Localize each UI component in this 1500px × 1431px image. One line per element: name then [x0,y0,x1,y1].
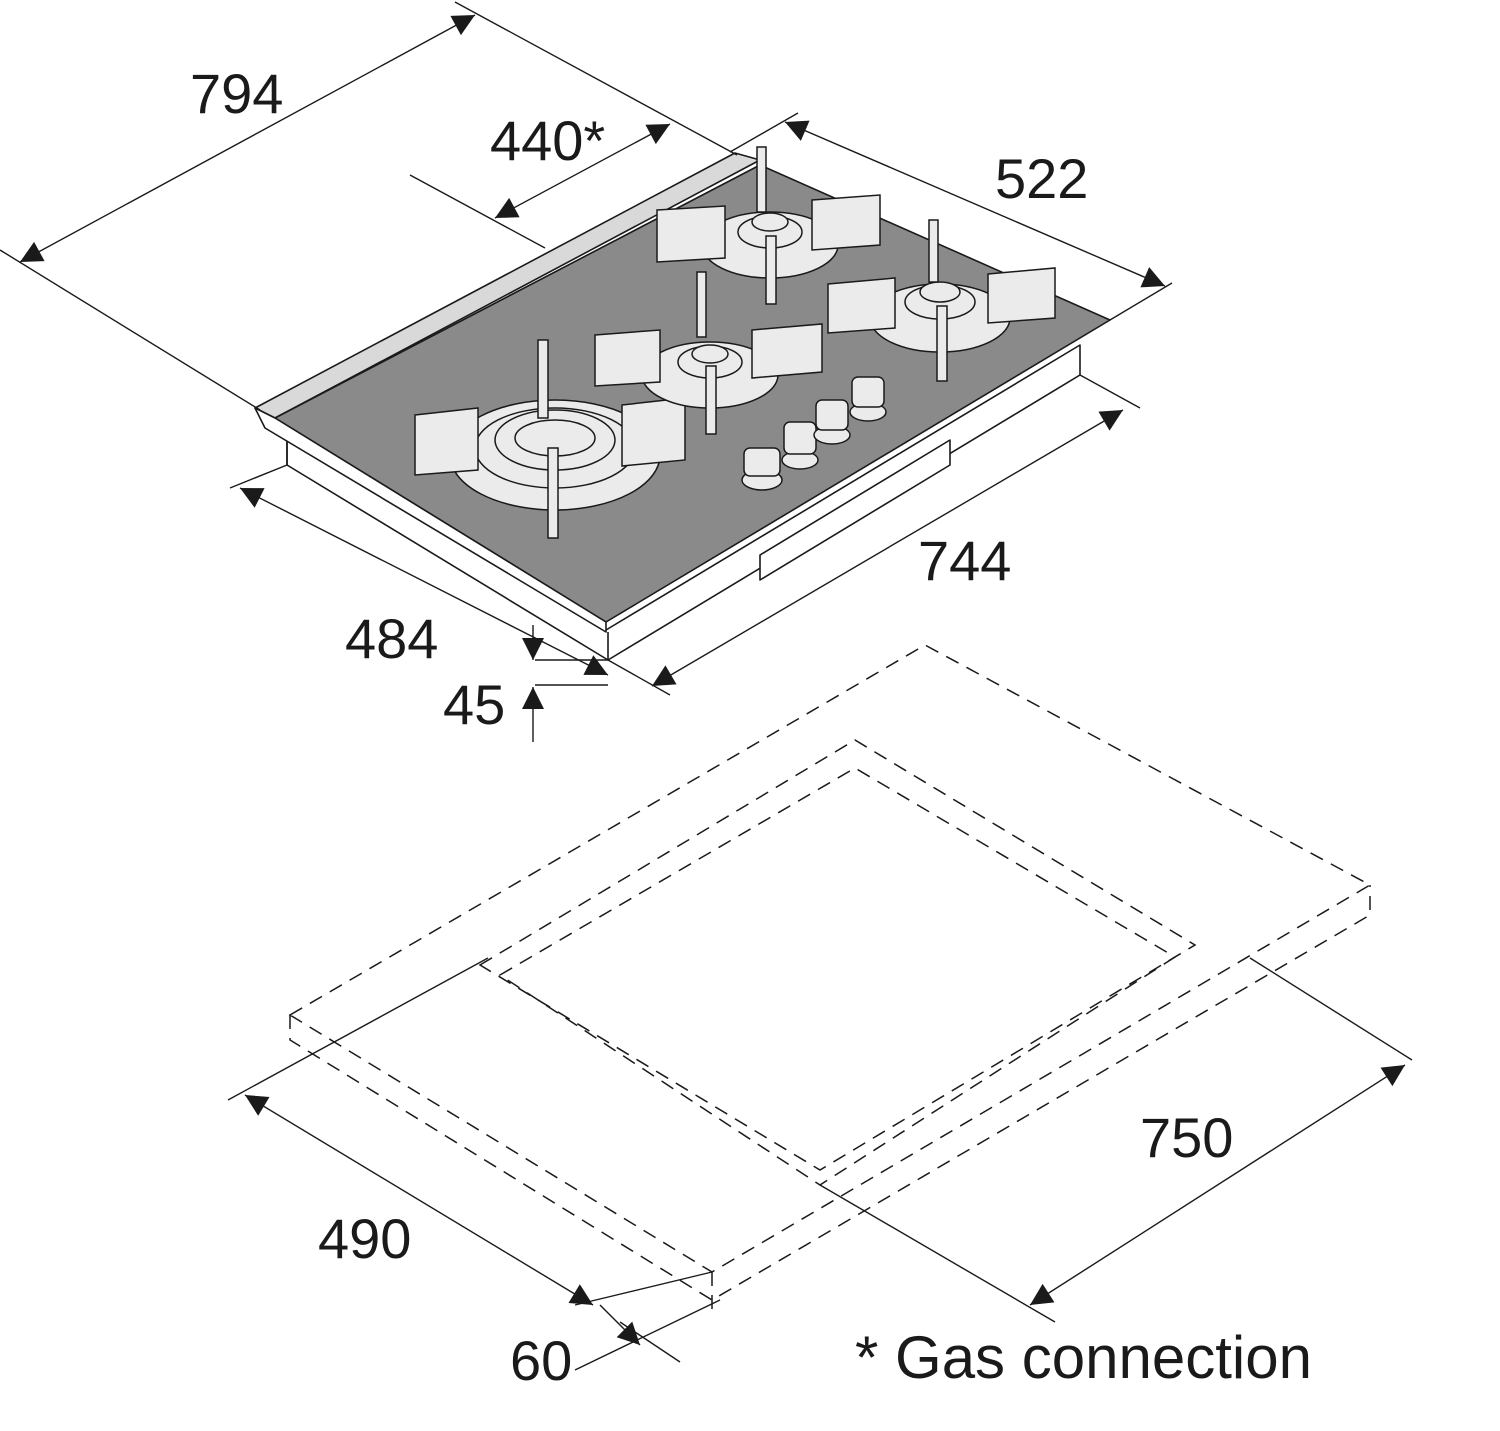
knob-3-icon [813,399,851,445]
countertop-top-face [288,644,1372,1273]
label-440: 440* [490,109,605,172]
footnote-gas-connection: * Gas connection [855,1324,1312,1391]
label-490: 490 [318,1207,411,1270]
label-750: 750 [1140,1106,1233,1169]
label-794: 794 [190,62,283,125]
dim-line-794 [19,14,476,263]
middle-burner-icon [594,271,823,435]
dim-line-522 [784,120,1166,288]
label-45: 45 [443,673,505,736]
dim-line-744 [651,409,1124,687]
knob-4-icon [849,376,887,422]
dim-line-484 [239,487,609,676]
knob-1-icon [741,447,783,491]
dim-line-750 [1029,1064,1406,1306]
label-60: 60 [510,1329,572,1392]
label-522: 522 [995,147,1088,210]
cutout-opening-inner [498,767,1177,1186]
dim-line-60 [599,1304,641,1346]
cutout-dimension-lines [227,957,1413,1371]
hob-dimension-lines [0,1,1173,742]
dim-line-440 [494,123,671,219]
label-744: 744 [918,529,1011,592]
dim-line-490 [244,1094,594,1306]
knob-2-icon [781,421,819,470]
cutout-opening [478,739,1197,1171]
label-484: 484 [345,607,438,670]
